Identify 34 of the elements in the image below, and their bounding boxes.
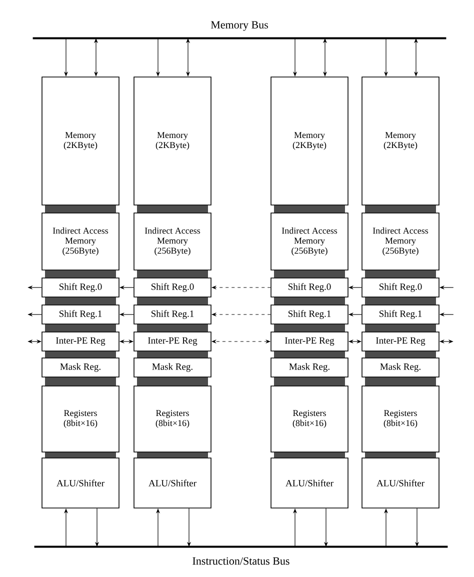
shift-register-box: Shift Reg.1: [362, 304, 440, 324]
memory-box: Memory (2KByte): [270, 76, 348, 206]
bus-line: Memory Bus: [32, 21, 446, 40]
shift-register-box: Shift Reg.0: [42, 278, 120, 298]
memory-box: Indirect Access Memory (256Byte): [134, 212, 212, 270]
memory-box: Indirect Access Memory (256Byte): [42, 212, 120, 270]
alu-box: ALU/Shifter: [42, 458, 120, 508]
register-box: Mask Reg.: [42, 358, 120, 378]
alu-box: ALU/Shifter: [270, 458, 348, 508]
register-file-box: Registers (8bit×16): [362, 386, 440, 452]
register-box: Inter-PE Reg: [42, 332, 120, 352]
shift-register-box: Shift Reg.0: [270, 278, 348, 298]
alu-box: ALU/Shifter: [362, 458, 440, 508]
shift-register-box: Shift Reg.1: [42, 304, 120, 324]
shift-register-box: Shift Reg.0: [362, 278, 440, 298]
memory-box: Memory (2KByte): [134, 76, 212, 206]
register-file-box: Registers (8bit×16): [42, 386, 120, 452]
bus-line: Instruction/Status Bus: [34, 546, 448, 565]
register-file-box: Registers (8bit×16): [270, 386, 348, 452]
register-box: Inter-PE Reg: [362, 332, 440, 352]
register-box: Inter-PE Reg: [270, 332, 348, 352]
shift-register-box: Shift Reg.1: [270, 304, 348, 324]
memory-box: Memory (2KByte): [362, 76, 440, 206]
shift-register-box: Shift Reg.1: [134, 304, 212, 324]
shift-register-box: Shift Reg.0: [134, 278, 212, 298]
register-file-box: Registers (8bit×16): [134, 386, 212, 452]
memory-box: Indirect Access Memory (256Byte): [362, 212, 440, 270]
memory-box: Indirect Access Memory (256Byte): [270, 212, 348, 270]
register-box: Inter-PE Reg: [134, 332, 212, 352]
alu-box: ALU/Shifter: [134, 458, 212, 508]
register-box: Mask Reg.: [362, 358, 440, 378]
register-box: Mask Reg.: [134, 358, 212, 378]
memory-box: Memory (2KByte): [42, 76, 120, 206]
register-box: Mask Reg.: [270, 358, 348, 378]
